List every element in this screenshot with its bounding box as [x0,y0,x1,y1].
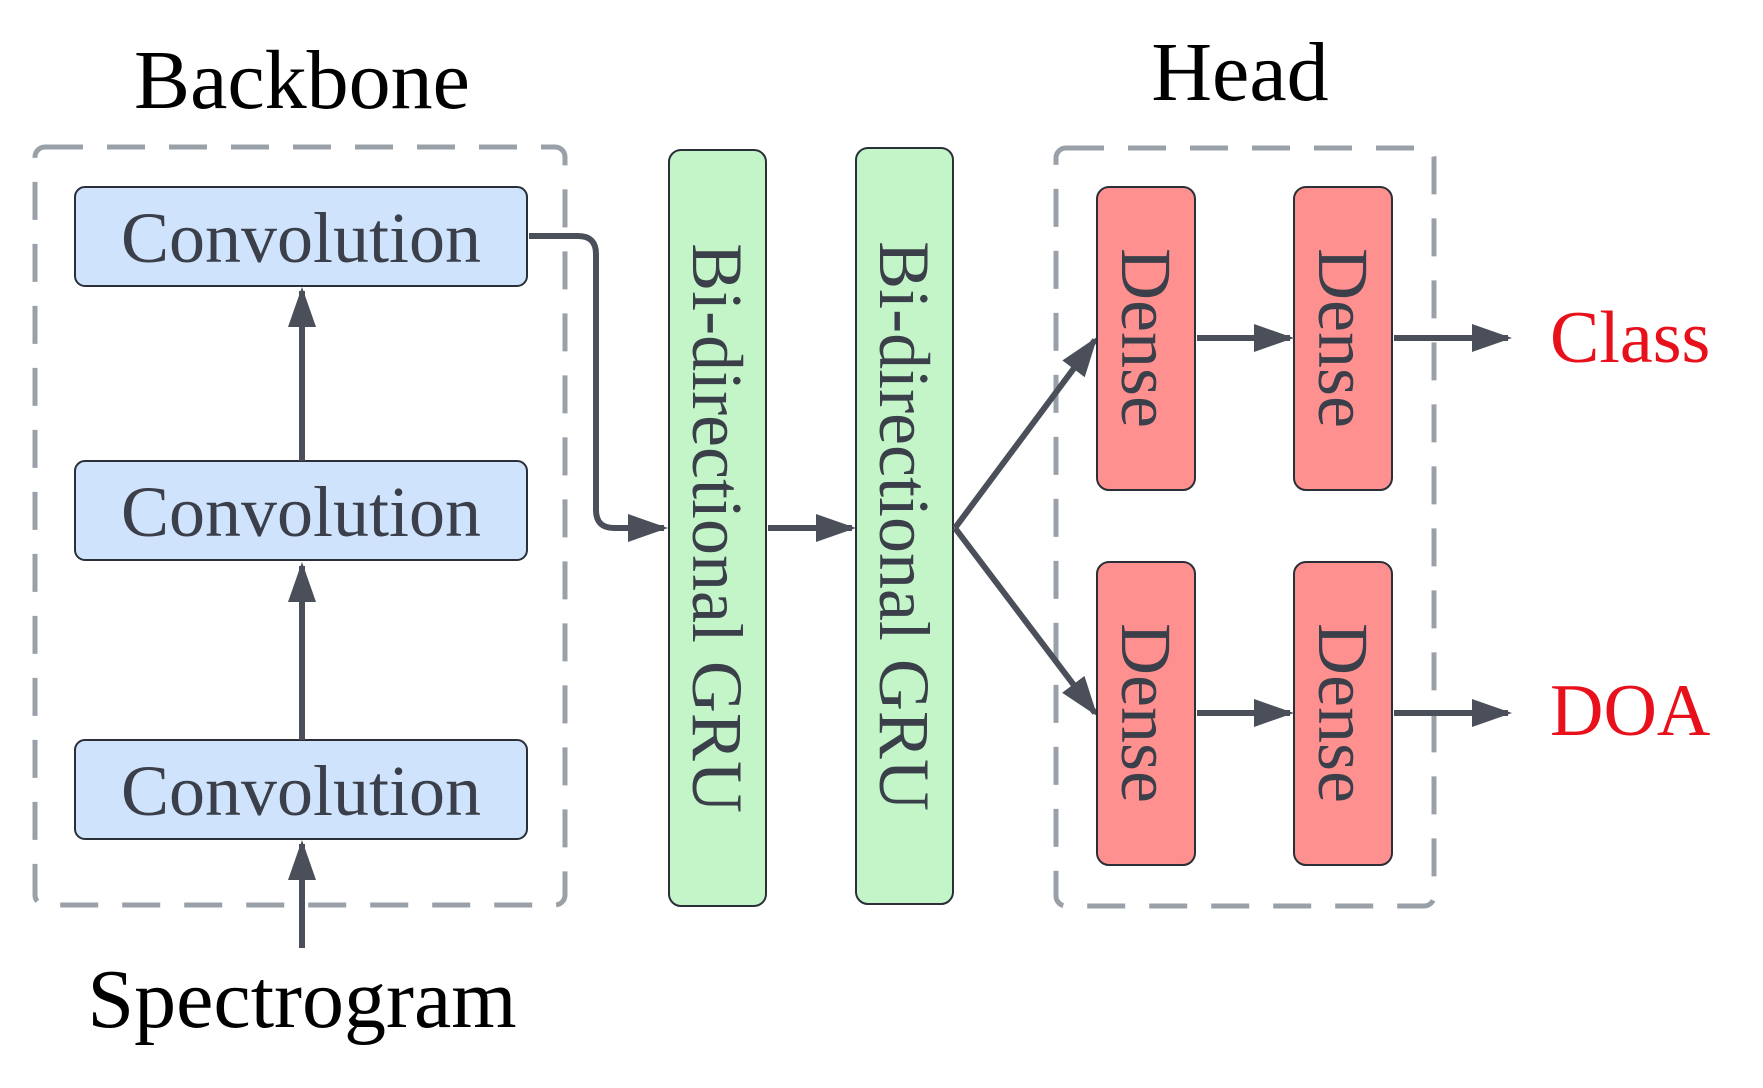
head-title: Head [1151,26,1328,119]
arrow-backbone-to-gru [529,233,668,542]
conv-block-bottom: Convolution [74,739,528,840]
gru-block-2: Bi-directional GRU [855,147,954,905]
dense-block-label: Dense [1303,248,1383,428]
dense-block-doa-1: Dense [1096,561,1196,866]
conv-block-top: Convolution [74,186,528,287]
dense-block-label: Dense [1106,623,1186,803]
arrow-gru-to-class-branch [952,336,1098,530]
dense-block-label: Dense [1303,623,1383,803]
arrow-gru-to-doa-branch [952,526,1098,717]
head-group-border [1053,145,1437,909]
gru-block-label: Bi-directional GRU [864,241,944,811]
conv-block-label: Convolution [121,472,481,552]
gru-block-1: Bi-directional GRU [668,149,767,907]
backbone-group-border [32,144,568,908]
conv-block-label: Convolution [121,751,481,831]
conv-block-label: Convolution [121,198,481,278]
backbone-title: Backbone [134,34,470,127]
input-label: Spectrogram [87,953,516,1046]
dense-block-class-1: Dense [1096,186,1196,491]
gru-block-label: Bi-directional GRU [677,243,757,813]
dense-block-class-2: Dense [1293,186,1393,491]
dense-block-doa-2: Dense [1293,561,1393,866]
dense-block-label: Dense [1106,248,1186,428]
doa-output-label: DOA [1550,670,1710,752]
conv-block-middle: Convolution [74,460,528,561]
class-output-label: Class [1550,297,1710,379]
